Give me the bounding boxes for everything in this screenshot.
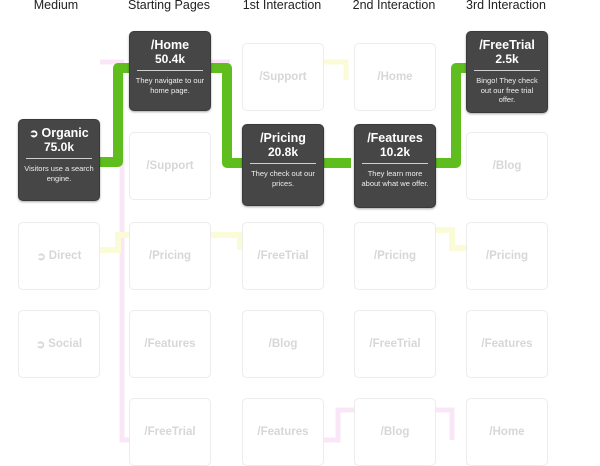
node-value: 50.4k bbox=[154, 52, 186, 66]
node-direct[interactable]: ➲ Direct bbox=[18, 222, 100, 290]
node-second-home[interactable]: /Home bbox=[354, 43, 436, 111]
node-first-features[interactable]: /Features bbox=[242, 398, 324, 466]
node-label: /FreeTrial bbox=[257, 250, 309, 262]
node-label: /Pricing bbox=[148, 250, 192, 262]
node-label: /Blog bbox=[268, 338, 298, 350]
node-third-features[interactable]: /Features bbox=[466, 310, 548, 378]
column-header-2nd-interaction: 2nd Interaction bbox=[352, 0, 436, 12]
node-divider bbox=[362, 163, 428, 164]
node-third-home[interactable]: /Home bbox=[466, 398, 548, 466]
node-value: 20.8k bbox=[267, 145, 299, 159]
node-value: 10.2k bbox=[379, 145, 411, 159]
node-organic[interactable]: ➲ Organic 75.0k Visitors use a search en… bbox=[18, 119, 100, 201]
node-pricing[interactable]: /Pricing 20.8k They check out our prices… bbox=[242, 124, 324, 206]
node-third-blog[interactable]: /Blog bbox=[466, 132, 548, 200]
node-label: /Support bbox=[259, 71, 307, 83]
node-value: 75.0k bbox=[43, 140, 75, 154]
node-second-pricing[interactable]: /Pricing bbox=[354, 222, 436, 290]
node-label: /Features bbox=[257, 426, 309, 438]
node-starting-freetrial[interactable]: /FreeTrial bbox=[129, 398, 211, 466]
column-header-medium: Medium bbox=[33, 0, 79, 12]
circle-arrow-icon: ➲ bbox=[35, 338, 46, 351]
node-divider bbox=[250, 163, 316, 164]
node-label: Social bbox=[48, 338, 83, 350]
node-divider bbox=[26, 158, 92, 159]
node-second-blog[interactable]: /Blog bbox=[354, 398, 436, 466]
node-description: Bingo! They check out our free trial off… bbox=[476, 76, 538, 104]
node-divider bbox=[137, 70, 203, 71]
faded-flow-yellow-2 bbox=[435, 227, 466, 251]
circle-arrow-icon: ➲ bbox=[29, 127, 39, 140]
node-freetrial[interactable]: /FreeTrial 2.5k Bingo! They check out ou… bbox=[466, 31, 548, 113]
node-value: 2.5k bbox=[495, 52, 519, 66]
node-label: /Features bbox=[144, 338, 196, 350]
faded-flow-yellow bbox=[100, 232, 243, 253]
node-title: /Features bbox=[367, 131, 423, 145]
node-first-blog[interactable]: /Blog bbox=[242, 310, 324, 378]
node-label: Direct bbox=[48, 250, 82, 262]
node-title: /Pricing bbox=[260, 131, 306, 145]
node-second-freetrial[interactable]: /FreeTrial bbox=[354, 310, 436, 378]
node-home[interactable]: /Home 50.4k They navigate to our home pa… bbox=[129, 31, 211, 111]
node-label: /Blog bbox=[492, 160, 522, 172]
node-description: Visitors use a search engine. bbox=[24, 164, 94, 183]
node-title: /FreeTrial bbox=[479, 38, 535, 52]
node-label: /Home bbox=[377, 71, 413, 83]
node-label: /Blog bbox=[380, 426, 410, 438]
node-description: They check out our prices. bbox=[251, 169, 315, 188]
node-label: /Features bbox=[481, 338, 533, 350]
node-label: /Home bbox=[489, 426, 525, 438]
node-label: /Pricing bbox=[485, 250, 529, 262]
node-title: Organic bbox=[41, 126, 89, 140]
column-header-3rd-interaction: 3rd Interaction bbox=[466, 0, 546, 12]
node-third-pricing[interactable]: /Pricing bbox=[466, 222, 548, 290]
node-starting-support[interactable]: /Support bbox=[129, 132, 211, 200]
node-description: They navigate to our home page. bbox=[135, 76, 205, 95]
faded-flow-pink-2 bbox=[318, 407, 455, 443]
column-header-starting-pages: Starting Pages bbox=[128, 0, 210, 12]
node-title: /Home bbox=[150, 38, 190, 52]
faded-flow-yellow-3 bbox=[320, 59, 349, 80]
node-description: They learn more about what we offer. bbox=[361, 169, 429, 188]
node-label: /Support bbox=[146, 160, 194, 172]
node-divider bbox=[474, 70, 540, 71]
circle-arrow-icon: ➲ bbox=[36, 250, 46, 263]
node-first-freetrial[interactable]: /FreeTrial bbox=[242, 222, 324, 290]
node-features[interactable]: /Features 10.2k They learn more about wh… bbox=[354, 124, 436, 208]
node-starting-pricing[interactable]: /Pricing bbox=[129, 222, 211, 290]
node-social[interactable]: ➲ Social bbox=[18, 310, 100, 378]
node-label: /FreeTrial bbox=[144, 426, 196, 438]
node-label: /Pricing bbox=[373, 250, 417, 262]
node-starting-features[interactable]: /Features bbox=[129, 310, 211, 378]
node-label: /FreeTrial bbox=[369, 338, 421, 350]
node-first-support[interactable]: /Support bbox=[242, 43, 324, 111]
column-header-1st-interaction: 1st Interaction bbox=[242, 0, 322, 12]
